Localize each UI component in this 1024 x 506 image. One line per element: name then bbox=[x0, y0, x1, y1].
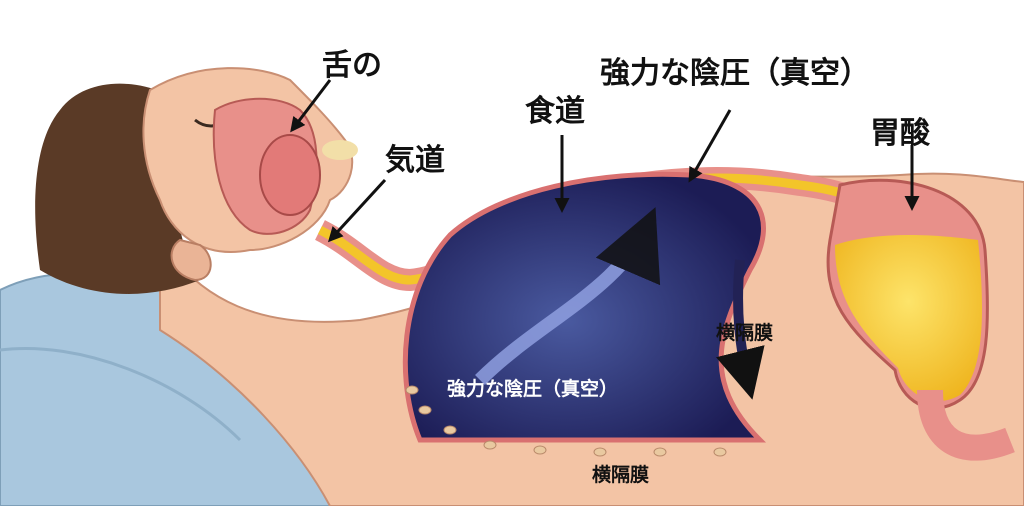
label-esophagus: 食道 bbox=[525, 94, 585, 129]
tongue bbox=[259, 134, 321, 216]
label-negative-pressure-top: 強力な陰圧（真空） bbox=[600, 56, 870, 91]
ribs bbox=[405, 385, 727, 457]
label-diaphragm-mid: 横隔膜 bbox=[716, 322, 774, 344]
label-negative-pressure-chest: 強力な陰圧（真空） bbox=[447, 378, 619, 400]
label-stomach-acid: 胃酸 bbox=[870, 116, 930, 151]
suction-arrow bbox=[475, 207, 661, 385]
label-diaphragm-bottom: 横隔膜 bbox=[592, 464, 650, 486]
label-pointers bbox=[290, 79, 920, 243]
label-tongue: 舌の bbox=[322, 48, 382, 83]
ear bbox=[170, 238, 212, 282]
diaphragm-arrow bbox=[716, 259, 765, 400]
duodenum bbox=[917, 389, 1015, 461]
stomach-acid bbox=[835, 235, 983, 401]
label-airway: 気道 bbox=[385, 143, 445, 178]
